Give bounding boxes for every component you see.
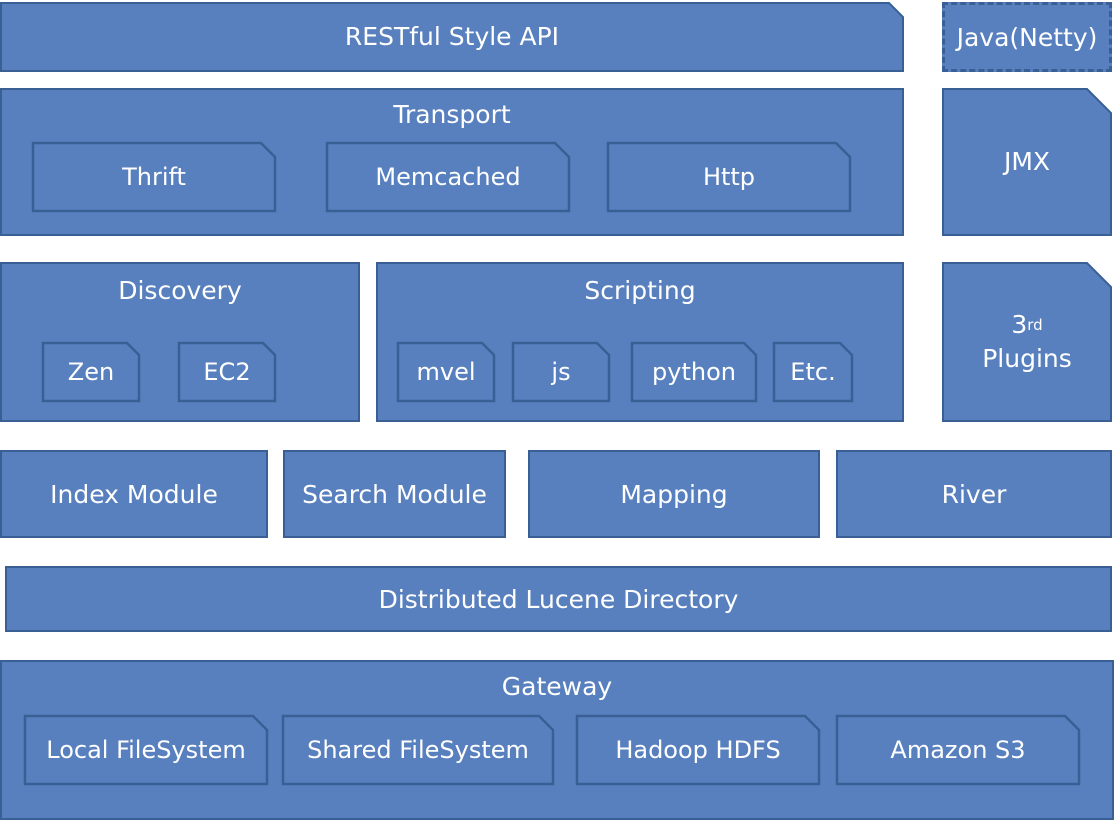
discovery-item-label: EC2 xyxy=(203,358,251,386)
discovery-item-ec2: EC2 xyxy=(177,341,277,403)
plugins-line2: Plugins xyxy=(982,344,1072,373)
jmx-label: JMX xyxy=(1003,147,1051,176)
lucene-directory-label: Distributed Lucene Directory xyxy=(378,584,739,614)
transport-item-label: Memcached xyxy=(375,163,521,191)
scripting-item-label: python xyxy=(652,358,736,386)
gateway-item-label: Local FileSystem xyxy=(46,736,246,764)
gateway-item-label: Shared FileSystem xyxy=(307,736,529,764)
scripting-item-python: python xyxy=(630,341,758,403)
scripting-item-js: js xyxy=(511,341,611,403)
jmx-block: JMX xyxy=(942,88,1112,236)
index-module-block: Index Module xyxy=(0,450,268,538)
restful-api-label: RESTful Style API xyxy=(344,22,560,51)
search-module-block: Search Module xyxy=(283,450,506,538)
gateway-item-local-fs: Local FileSystem xyxy=(23,714,269,786)
discovery-item-label: Zen xyxy=(67,358,115,386)
plugins-suffix: rd xyxy=(1027,316,1043,334)
gateway-item-label: Amazon S3 xyxy=(890,736,1026,764)
java-netty-label: Java(Netty) xyxy=(956,22,1098,52)
river-block: River xyxy=(836,450,1112,538)
scripting-item-etc: Etc. xyxy=(772,341,854,403)
discovery-title: Discovery xyxy=(118,276,242,305)
module-label: River xyxy=(941,479,1007,509)
transport-title: Transport xyxy=(393,100,511,129)
gateway-item-amazon-s3: Amazon S3 xyxy=(835,714,1081,786)
gateway-title: Gateway xyxy=(501,672,613,701)
scripting-item-label: js xyxy=(551,358,571,386)
gateway-item-shared-fs: Shared FileSystem xyxy=(281,714,555,786)
discovery-item-zen: Zen xyxy=(41,341,141,403)
transport-item-thrift: Thrift xyxy=(31,141,277,213)
restful-api-block: RESTful Style API xyxy=(0,2,904,72)
mapping-block: Mapping xyxy=(528,450,820,538)
gateway-item-hadoop-hdfs: Hadoop HDFS xyxy=(575,714,821,786)
lucene-directory-block: Distributed Lucene Directory xyxy=(5,566,1112,632)
transport-item-label: Http xyxy=(702,163,756,191)
module-label: Search Module xyxy=(302,479,487,509)
module-label: Index Module xyxy=(50,479,218,509)
transport-item-http: Http xyxy=(606,141,852,213)
gateway-item-label: Hadoop HDFS xyxy=(615,736,781,764)
scripting-title: Scripting xyxy=(584,276,696,305)
java-netty-block: Java(Netty) xyxy=(942,2,1112,72)
transport-item-label: Thrift xyxy=(122,163,186,191)
module-label: Mapping xyxy=(620,479,728,509)
scripting-item-label: mvel xyxy=(416,358,476,386)
plugins-number: 3 xyxy=(1011,310,1028,339)
scripting-item-mvel: mvel xyxy=(396,341,496,403)
transport-item-memcached: Memcached xyxy=(325,141,571,213)
scripting-item-label: Etc. xyxy=(790,358,836,386)
